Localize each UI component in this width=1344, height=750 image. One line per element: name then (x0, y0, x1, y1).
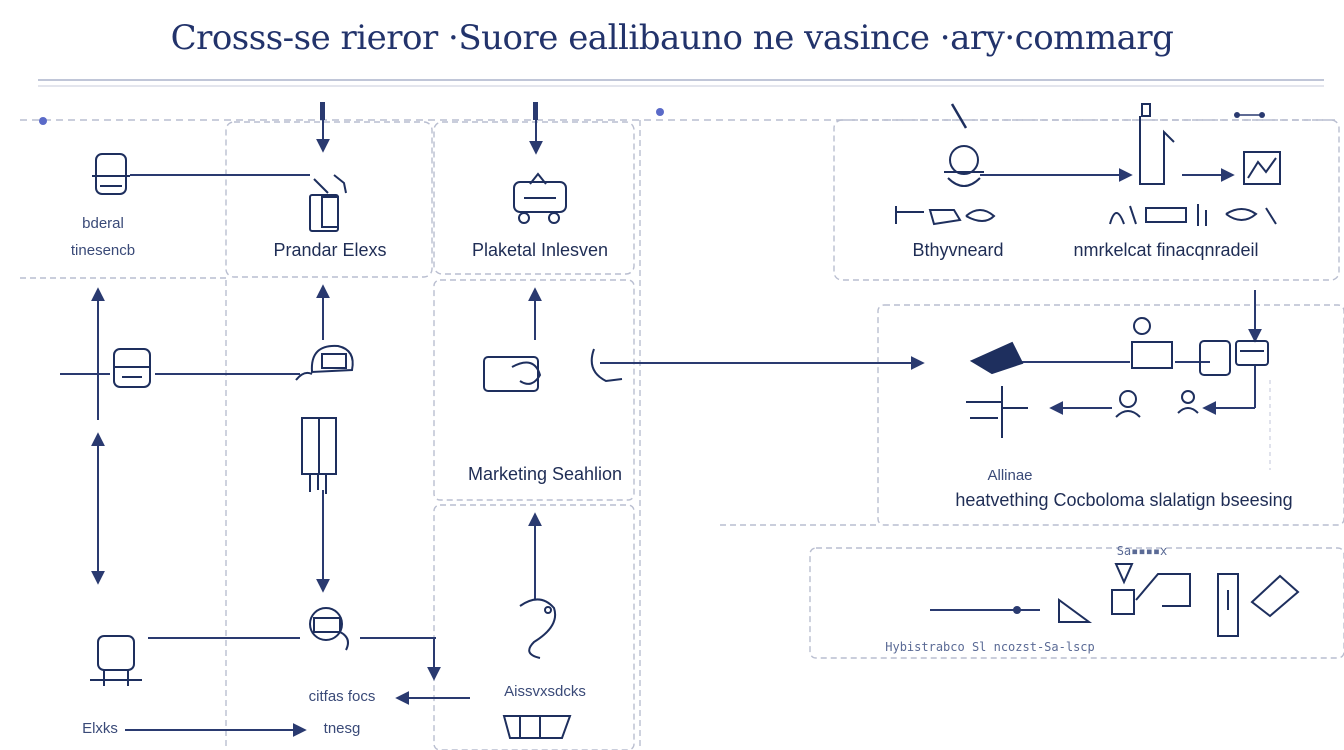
label-elxks: Elxks (82, 720, 118, 737)
label-marketing-seahlion: Marketing Seahlion (467, 464, 623, 484)
toolbar-glyphs-right (1106, 200, 1282, 230)
clipboard-icon (300, 165, 360, 235)
flag-icon (962, 382, 1032, 442)
label-aissvxsdcks: Aissvxsdcks (504, 683, 586, 700)
laptop-icon (88, 630, 148, 690)
hand-device-icon (300, 604, 360, 654)
server-icon (298, 412, 342, 496)
label-allinae: Allinae (987, 467, 1033, 484)
people-icon (1112, 385, 1212, 429)
printer-icon (110, 345, 154, 391)
label-federal: bderal (82, 215, 124, 232)
document-icon (90, 150, 134, 198)
label-heatvething: heatvething Cocboloma slalatign bseesing (955, 490, 1293, 510)
connectors (60, 104, 1262, 737)
cart-icon (508, 168, 572, 230)
pen-icon (948, 102, 972, 132)
robot-arm-icon (1106, 560, 1196, 630)
label-bthyvneard: Bthyvneard (912, 240, 1004, 260)
label-plaketal-inlesven: Plaketal Inlesven (471, 240, 609, 260)
loudspeaker-icon (968, 335, 1030, 377)
label-prandar-elexs: Prandar Elexs (273, 240, 387, 260)
helmet-icon (292, 340, 362, 386)
panel-frames (20, 119, 1344, 750)
label-tinesencb: tinesencb (70, 242, 136, 259)
label-nmrkelcat: nmrkelcat finacqnradeil (1073, 240, 1259, 260)
headset-icon (942, 142, 986, 196)
wedge-icon (1055, 596, 1095, 628)
title-divider (38, 79, 1324, 87)
label-citfas-focs: citfas focs (308, 688, 376, 705)
bottle-icon (1134, 102, 1180, 194)
label-tnesg: tnesg (323, 720, 361, 737)
plant-box-icon (1122, 312, 1182, 372)
toolbar-glyphs-left (894, 200, 1004, 230)
label-top-mini: Sa▪▪▪▪x (1116, 544, 1168, 558)
cart-bottom-icon (500, 710, 580, 750)
label-small-caption: Hybistrabco Sl ncozst-Sa-lscp (885, 640, 1095, 654)
card-reader-icon (482, 345, 632, 399)
swirl-icon (510, 592, 570, 664)
cabinet-icon (1216, 570, 1306, 640)
page-title: Crosss-se rieror ·Suore eallibauno ne va… (170, 18, 1174, 58)
chart-tile-icon (1240, 148, 1284, 188)
tray-icon (1196, 333, 1272, 381)
